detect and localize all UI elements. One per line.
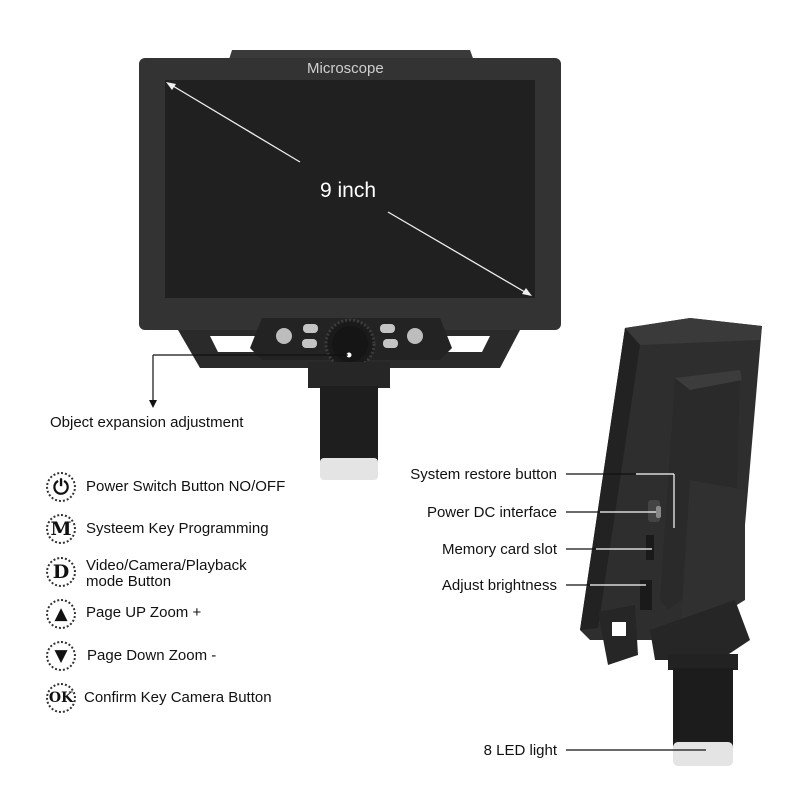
system-restore-callout: System restore button [410,466,557,483]
screen-size-label: 9 inch [320,179,377,202]
legend-label: Confirm Key Camera Button [84,689,272,706]
legend-label: Page UP Zoom + [86,604,202,621]
brightness-callout: Adjust brightness [441,577,557,594]
memory-card-callout: Memory card slot [441,541,557,558]
brand-label: Microscope [307,60,384,77]
legend-label: Page Down Zoom - [87,647,217,664]
ok-key-icon: OK [46,683,76,713]
m-key-icon: M [46,514,76,544]
legend-label-line1: Video/Camera/Playback [86,557,247,574]
power-icon: ⏻ [46,472,76,502]
legend-label: Power Switch Button NO/OFF [86,478,286,495]
led-light-callout: 8 LED light [483,742,557,759]
power-dc-callout: Power DC interface [426,504,557,521]
legend-label: Systeem Key Programming [86,520,269,537]
down-triangle-icon: ▼ [46,641,76,671]
up-triangle-icon: ▲ [46,599,76,629]
object-expansion-callout: Object expansion adjustment [50,414,244,431]
d-key-icon: D [46,557,76,587]
legend-label-line2: mode Button [86,573,172,590]
